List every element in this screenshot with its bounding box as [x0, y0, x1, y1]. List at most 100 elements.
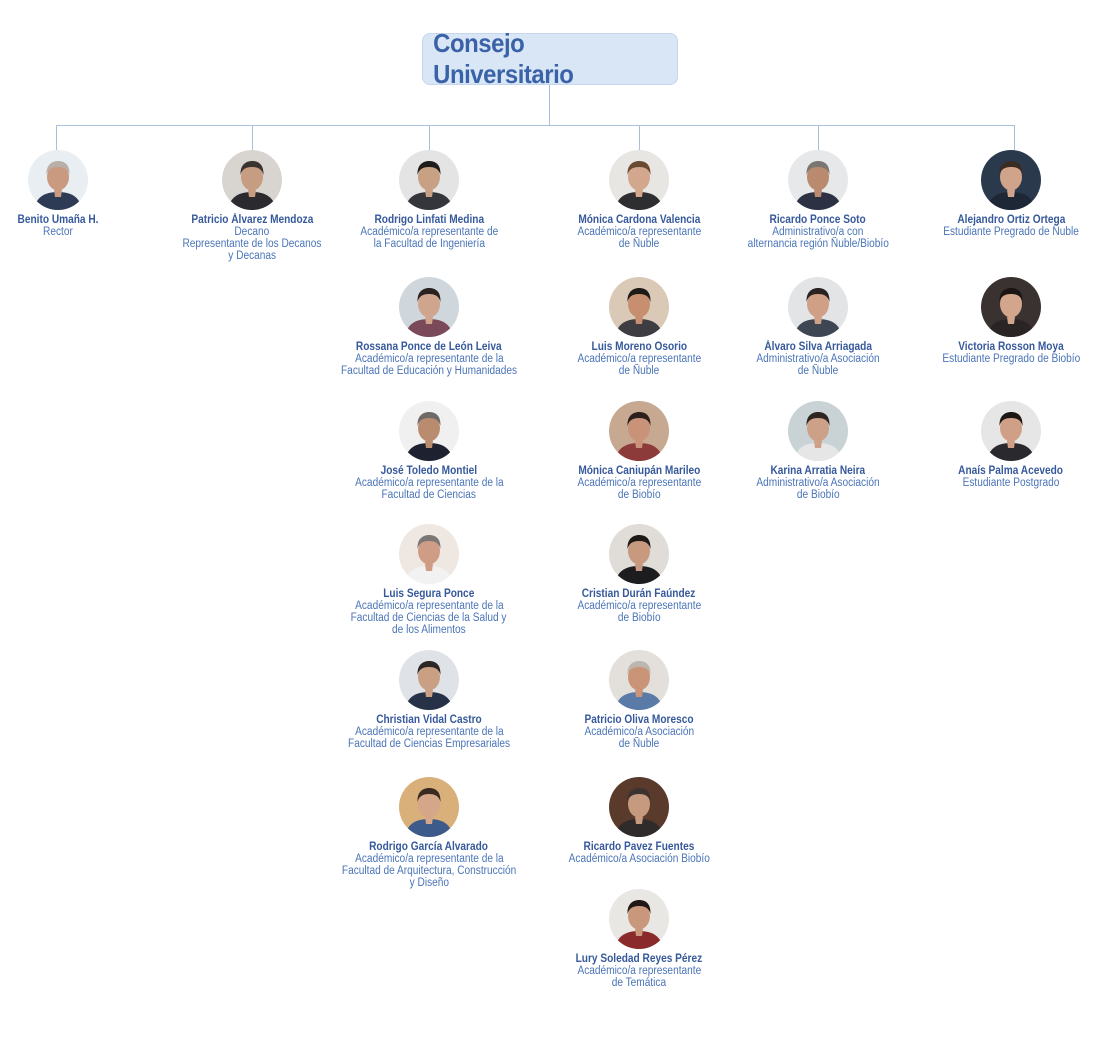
photo-neck — [1007, 317, 1015, 324]
member-role-line: Académico/a representante — [577, 477, 701, 489]
photo-hair — [999, 161, 1023, 175]
photo-neck — [425, 690, 433, 697]
photo-face — [1000, 290, 1022, 318]
photo-shoulders — [794, 443, 842, 461]
member-name: Rodrigo Linfati Medina — [374, 214, 484, 226]
photo-shoulders — [405, 566, 453, 584]
photo-face — [807, 414, 829, 442]
org-chart-title-box: Consejo Universitario — [422, 28, 678, 89]
member-role-line: Estudiante Pregrado de Biobío — [942, 353, 1080, 365]
member-photo-icon — [399, 524, 459, 584]
member-name: Patricio Álvarez Mendoza — [190, 214, 314, 226]
photo-neck — [635, 317, 643, 324]
member-name: Luis Moreno Osorio — [591, 341, 687, 353]
photo-shoulders — [615, 692, 663, 710]
photo-hair — [46, 161, 70, 175]
photo-shoulders — [228, 192, 276, 210]
page-title: Consejo Universitario — [433, 28, 574, 89]
photo-shoulders — [405, 692, 453, 710]
member-photo-icon — [788, 277, 848, 337]
member-role-line: Académico/a Asociación Biobío — [568, 853, 710, 865]
photo-hair — [417, 161, 441, 175]
connector-col-1 — [56, 125, 57, 150]
photo-face — [418, 663, 440, 691]
member-role-line: Decano — [234, 226, 270, 238]
member-role-line: Facultad de Educación y Humanidades — [340, 365, 518, 377]
photo-shoulders — [405, 819, 453, 837]
member-role-line: de Biobío — [796, 489, 840, 501]
member-role-line: Académico/a Asociación — [584, 726, 694, 738]
member-photo-icon — [609, 150, 669, 210]
member-role-line: Académico/a representante de la — [354, 600, 504, 612]
member-role-line: Facultad de Ciencias Empresariales — [347, 738, 511, 750]
photo-face — [1000, 414, 1022, 442]
photo-face — [418, 163, 440, 191]
member-role-line: Académico/a representante — [577, 353, 701, 365]
member-name: Rodrigo García Alvarado — [369, 841, 489, 853]
member-role-line: alternancia región Ñuble/Biobío — [747, 238, 889, 250]
photo-face — [628, 790, 650, 818]
member-photo-icon — [399, 401, 459, 461]
member-role-line: de Biobío — [617, 612, 661, 624]
member-name: Patricio Oliva Moresco — [584, 714, 694, 726]
member-photo-icon — [981, 401, 1041, 461]
photo-neck — [1007, 441, 1015, 448]
photo-neck — [425, 817, 433, 824]
member-name: Ricardo Ponce Soto — [769, 214, 867, 226]
photo-neck — [814, 317, 822, 324]
photo-face — [418, 790, 440, 818]
member-name: Karina Arratia Neira — [770, 465, 866, 477]
connector-col-4 — [639, 125, 640, 150]
photo-shoulders — [615, 819, 663, 837]
photo-shoulders — [987, 192, 1035, 210]
member-name: Rossana Ponce de León Leiva — [356, 341, 502, 353]
photo-hair — [627, 900, 651, 914]
photo-shoulders — [405, 319, 453, 337]
member-photo-icon — [609, 889, 669, 949]
member-role-line: Académico/a representante de la — [354, 726, 504, 738]
member-role-line: Administrativo/a Asociación — [756, 353, 880, 365]
photo-shoulders — [615, 931, 663, 949]
photo-neck — [54, 190, 62, 197]
member-name: Christian Vidal Castro — [376, 714, 482, 726]
member-name: Mónica Cardona Valencia — [577, 214, 701, 226]
member-photo-icon — [609, 777, 669, 837]
member-name: Lury Soledad Reyes Pérez — [575, 953, 703, 965]
photo-hair — [627, 161, 651, 175]
photo-face — [628, 414, 650, 442]
member-photo-icon — [399, 777, 459, 837]
member-role-line: de Temática — [611, 977, 667, 989]
photo-face — [628, 290, 650, 318]
member-role-line: Académico/a representante de la — [354, 853, 504, 865]
photo-face — [418, 414, 440, 442]
member-photo-icon — [28, 150, 88, 210]
member-role-line: de Ñuble — [618, 365, 660, 377]
member-role-line: Estudiante Pregrado de Ñuble — [943, 226, 1079, 238]
member-role-line: Rector — [43, 226, 73, 238]
photo-face — [807, 290, 829, 318]
photo-neck — [425, 190, 433, 197]
member-role-line: Académico/a representante de — [360, 226, 498, 238]
photo-hair — [999, 412, 1023, 426]
member-name: Mónica Caniupán Marileo — [577, 465, 701, 477]
photo-neck — [635, 690, 643, 697]
member-card: Benito Umaña H.Rector — [0, 150, 158, 238]
member-role-line: y Diseño — [409, 877, 449, 889]
photo-neck — [814, 190, 822, 197]
photo-hair — [417, 412, 441, 426]
photo-neck — [635, 929, 643, 936]
member-photo-icon — [399, 650, 459, 710]
photo-face — [241, 163, 263, 191]
member-role-line: Académico/a representante de la — [354, 477, 504, 489]
member-role-line: de Biobío — [617, 489, 661, 501]
